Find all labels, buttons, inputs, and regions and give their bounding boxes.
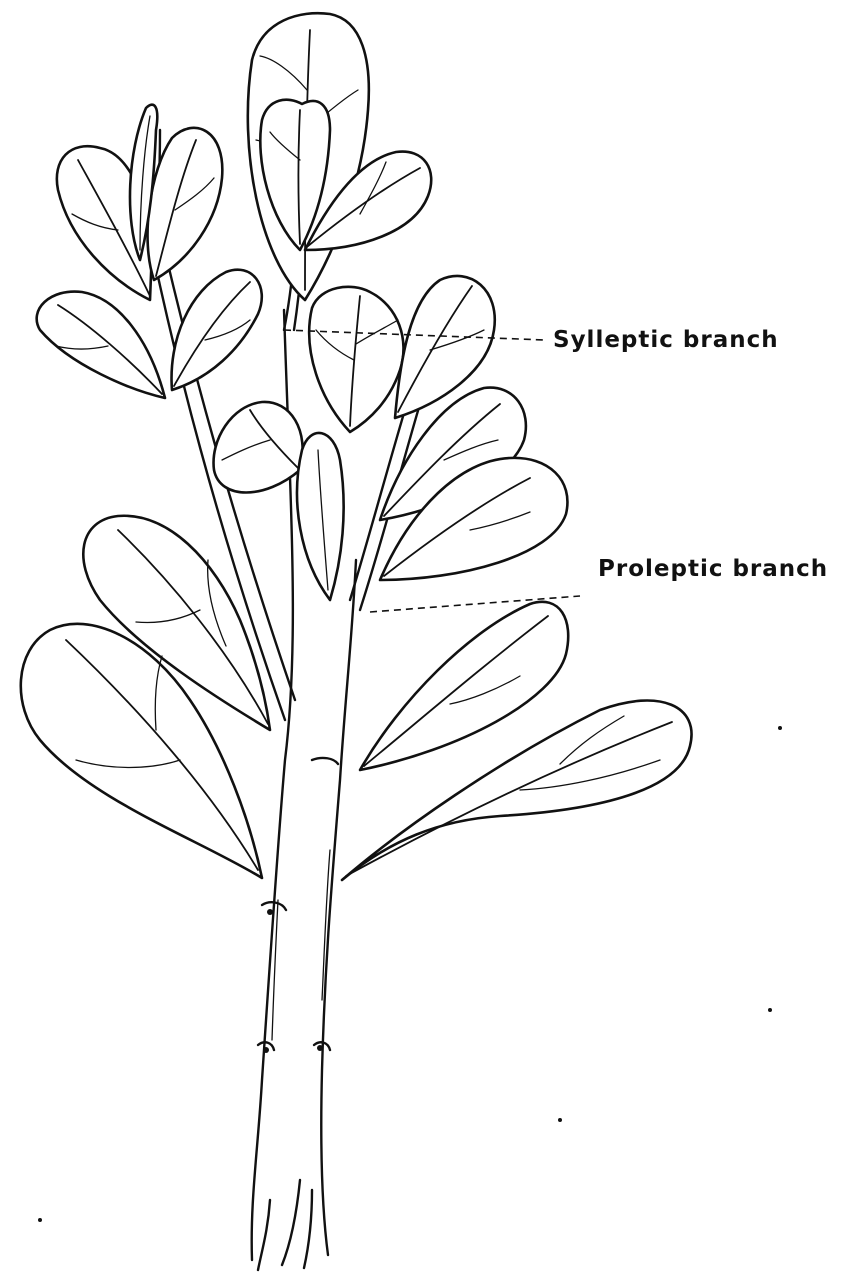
sylleptic-leaf-left xyxy=(309,287,403,432)
leaf-center-small xyxy=(214,402,303,493)
leaf-left-mid xyxy=(37,292,165,398)
leaf-left-mid-2 xyxy=(172,270,262,390)
proleptic-branch-label: Proleptic branch xyxy=(598,556,828,582)
leaf-center-small-2 xyxy=(297,433,344,600)
sylleptic-branch-label: Sylleptic branch xyxy=(553,327,779,353)
